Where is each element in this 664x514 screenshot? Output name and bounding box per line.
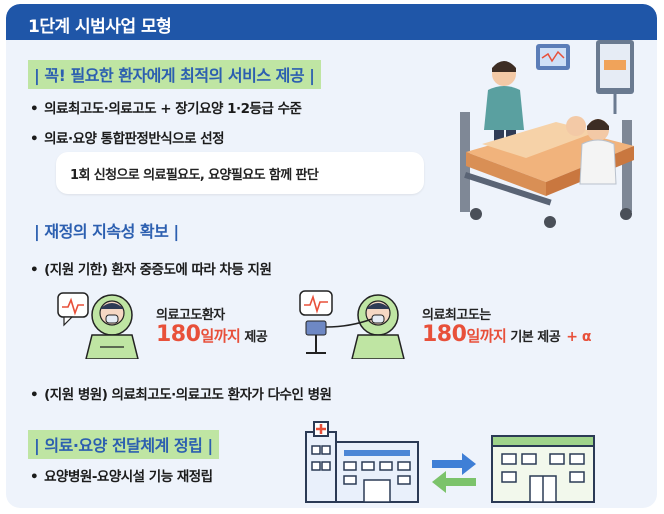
section-title-finance: | 재정의 지속성 확보 | <box>34 222 179 241</box>
patient-ventilator-icon <box>299 290 405 359</box>
content-card: 1단계 시범사업 모형 | 꼭! 필요한 환자에게 최적의 서비스 제공 | 의… <box>6 4 657 508</box>
bullet-selection-method: 의료·요양 통합판정반식으로 선정 <box>30 127 224 147</box>
item1-unit: 일까지 <box>200 327 241 345</box>
section-title-delivery: | 의료·요양 전달체계 정립 | <box>28 430 219 459</box>
bullet-support-hospital: (지원 병원) 의료최고도·의료고도 환자가 다수인 병원 <box>30 383 332 403</box>
bullet-target-level: 의료최고도·의료고도 + 장기요양 1·2등급 수준 <box>30 97 302 117</box>
header-bar: 1단계 시범사업 모형 <box>6 4 657 40</box>
patient-oxygen-mask-icon <box>57 292 139 359</box>
item2-suffix: 기본 제공 <box>510 330 561 345</box>
note-box: 1회 신청으로 의료필요도, 요양필요도 함께 판단 <box>56 152 424 194</box>
bullet-function-redefine: 요양병원-요양시설 기능 재정립 <box>30 465 213 485</box>
item2-unit: 일까지 <box>466 327 507 345</box>
hospital-bed-illustration <box>460 40 634 228</box>
item2-number: 180 <box>422 322 467 347</box>
item1-number: 180 <box>156 322 201 347</box>
item1-label: 의료고도환자 <box>156 308 225 323</box>
item2-extra: + α <box>566 329 591 345</box>
page-title: 1단계 시범사업 모형 <box>28 17 172 37</box>
hospital-building-icon <box>305 421 419 503</box>
item2-label: 의료최고도는 <box>422 308 491 323</box>
section-title-service: | 꼭! 필요한 환자에게 최적의 서비스 제공 | <box>28 60 321 89</box>
care-facility-icon <box>491 435 595 503</box>
exchange-arrows-icon <box>432 453 476 493</box>
item1-suffix: 제공 <box>244 330 268 345</box>
note-text: 1회 신청으로 의료필요도, 요양필요도 함께 판단 <box>70 168 319 183</box>
bullet-support-period: (지원 기한) 환자 중증도에 따라 차등 지원 <box>30 258 272 278</box>
